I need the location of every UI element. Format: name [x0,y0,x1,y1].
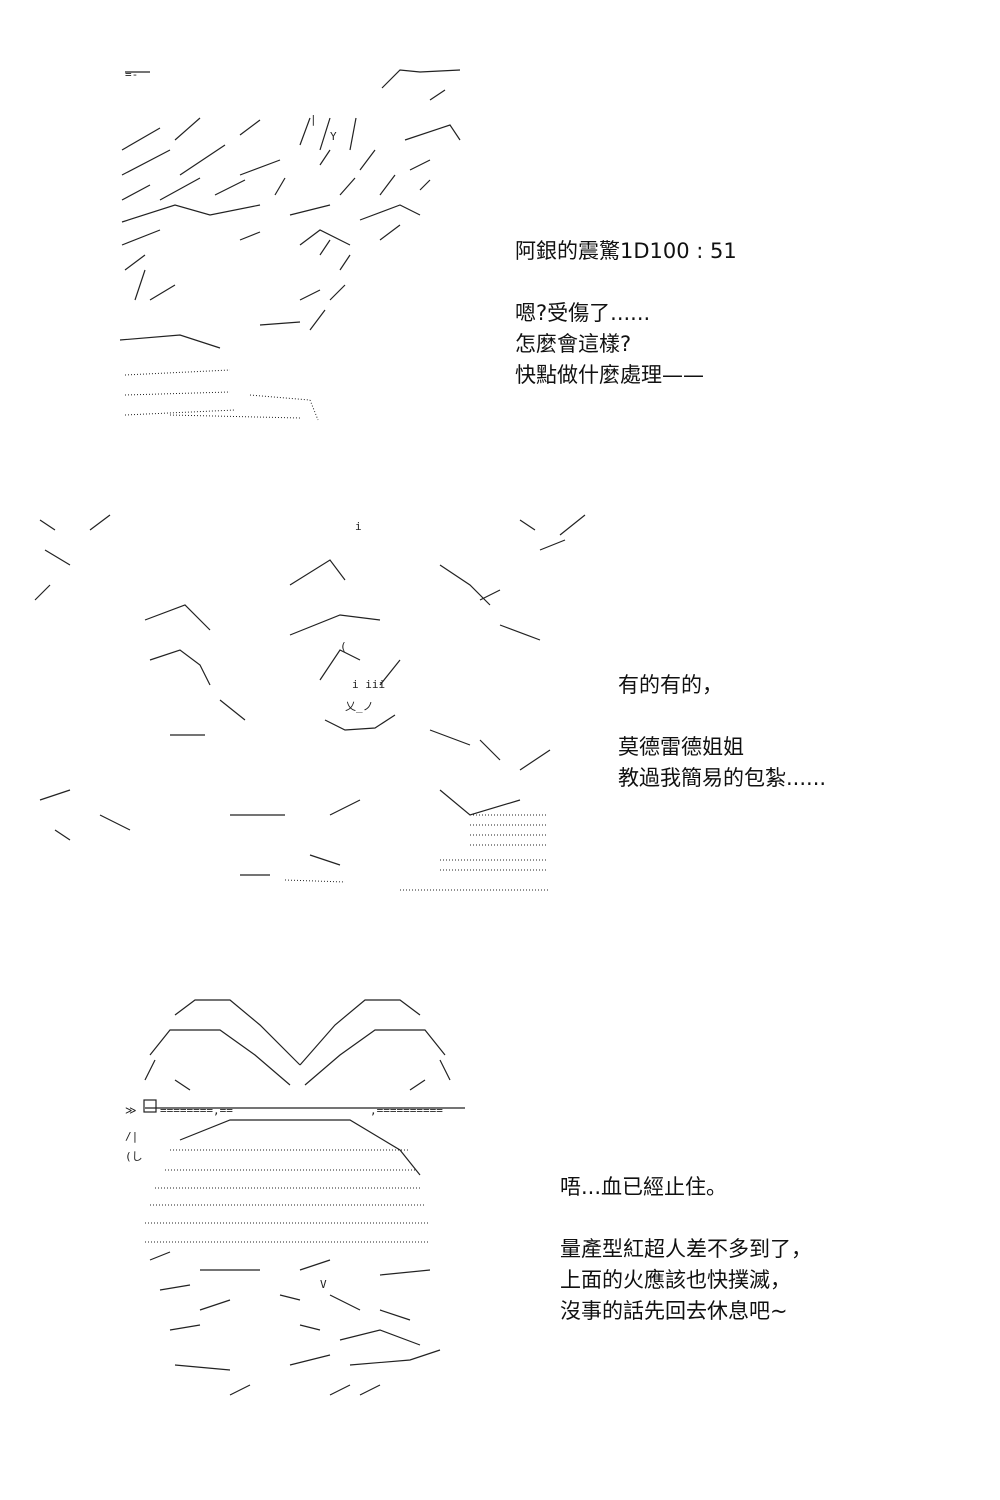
ascii-art-face-2: i ( i iii 乂_ノ [0,470,620,970]
svg-text:V: V [320,1278,327,1291]
svg-text:(し: (し [125,1150,143,1163]
line-gap [618,701,826,732]
panel-1: =- | Y 阿銀的震驚1D100 : 51 嗯?受傷了...... 怎麼會這樣… [0,0,1000,470]
svg-text:(: ( [340,640,347,653]
svg-text:乂_ノ: 乂_ノ [345,700,374,713]
panel-2: i ( i iii 乂_ノ 有的有的， 莫德雷德姐姐 教過我簡易的包紮.....… [0,470,1000,970]
dialogue-line: 有的有的， [618,673,723,697]
svg-text:=-: =- [125,68,138,81]
dialogue-line: 沒事的話先回去休息吧~ [560,1299,788,1323]
dialogue-1: 阿銀的震驚1D100 : 51 嗯?受傷了...... 怎麼會這樣? 快點做什麼… [515,236,737,391]
dialogue-line: 教過我簡易的包紮...... [618,766,827,790]
svg-text:≫: ≫ [125,1104,137,1117]
dialogue-line: 怎麼會這樣? [515,332,632,356]
ascii-art-drawing: i ( i iii 乂_ノ [34,514,586,891]
panel-3: ≫ ========,== ,========== /| (し V 唔...血已… [0,970,1000,1500]
svg-text:i: i [355,520,362,533]
svg-text:|: | [310,113,317,126]
svg-text:Y: Y [330,130,337,143]
dialogue-line: 上面的火應該也快撲滅， [560,1268,791,1292]
dialogue-line: 莫德雷德姐姐 [618,735,744,759]
ascii-art-drawing: =- | Y [119,68,461,421]
ascii-art-drawing: ≫ ========,== ,========== /| (し V [125,999,465,1396]
line-gap [560,1203,812,1234]
dialogue-line: 快點做什麼處理—— [515,363,704,387]
dialogue-line: 量產型紅超人差不多到了， [560,1237,812,1261]
svg-text:/|: /| [125,1130,138,1143]
svg-text:,==========: ,========== [370,1104,443,1117]
dialogue-line: 嗯?受傷了...... [515,301,651,325]
dialogue-line: 阿銀的震驚1D100 : 51 [515,239,737,263]
ascii-art-bandaged-head: ≫ ========,== ,========== /| (し V [0,970,620,1500]
line-gap [515,267,737,298]
dialogue-3: 唔...血已經止住。 量產型紅超人差不多到了， 上面的火應該也快撲滅， 沒事的話… [560,1172,812,1327]
svg-text:========,==: ========,== [160,1104,233,1117]
dialogue-line: 唔...血已經止住。 [560,1175,728,1199]
svg-text:i iii: i iii [352,678,385,691]
dialogue-2: 有的有的， 莫德雷德姐姐 教過我簡易的包紮...... [618,670,826,794]
ascii-art-face-1: =- | Y [0,0,620,470]
